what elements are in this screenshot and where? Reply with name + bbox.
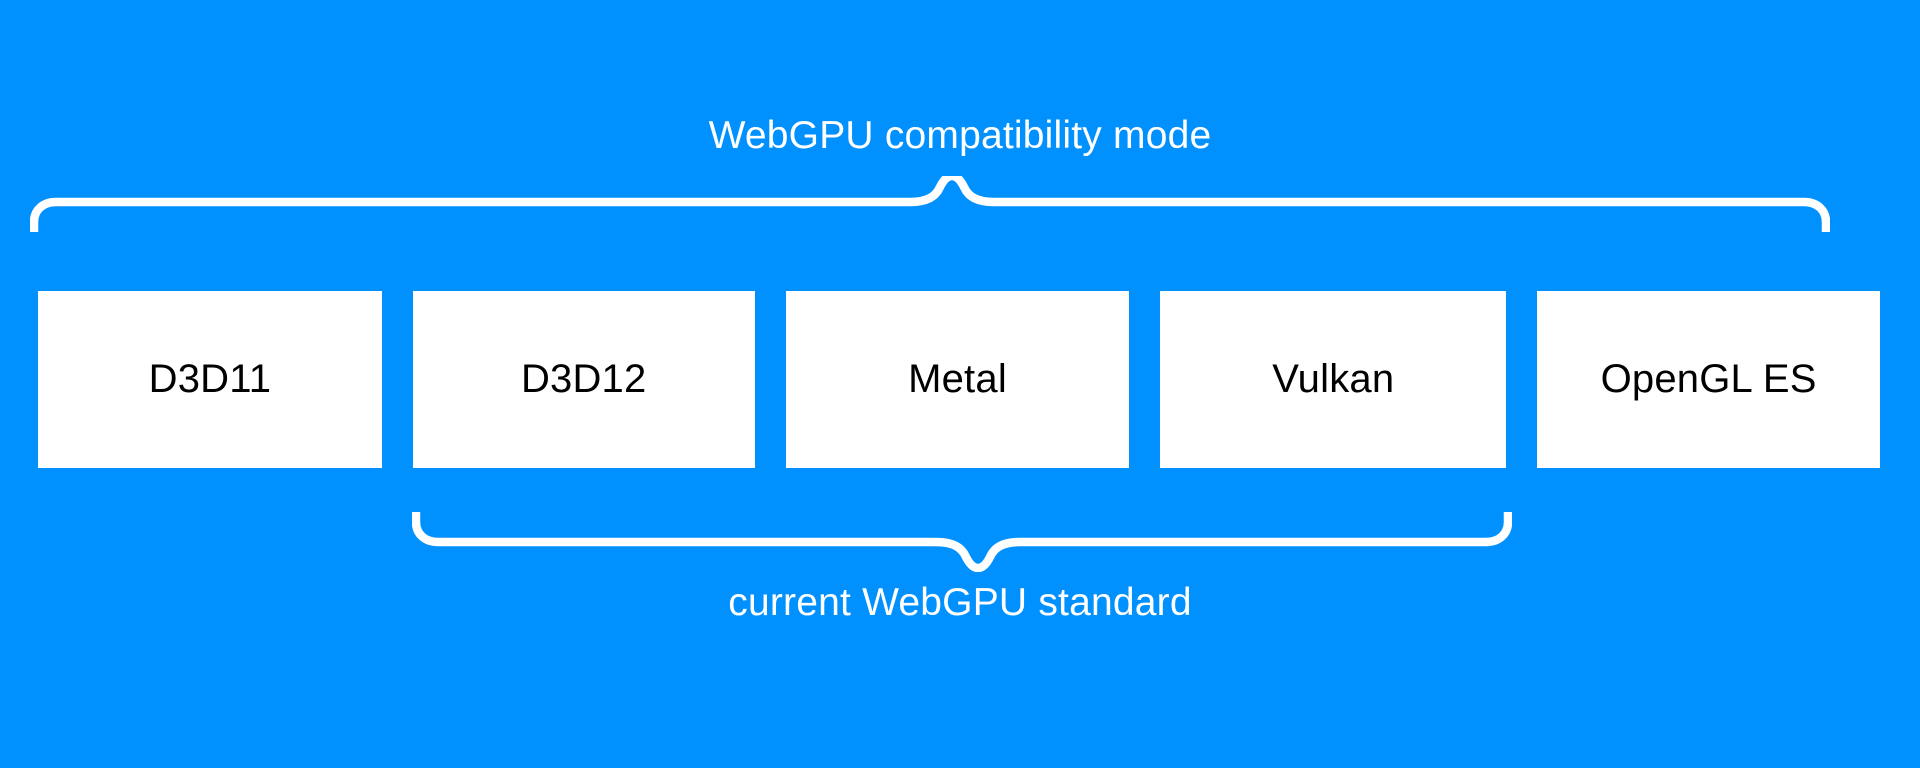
api-box-d3d11[interactable]: D3D11	[38, 291, 382, 468]
api-box-vulkan[interactable]: Vulkan	[1160, 291, 1507, 468]
api-box-label: D3D12	[520, 357, 647, 401]
top-bracket-label: WebGPU compatibility mode	[708, 114, 1212, 157]
api-box-metal[interactable]: Metal	[785, 291, 1130, 468]
api-box-label: Metal	[908, 357, 1007, 401]
api-box-label: D3D11	[148, 357, 272, 401]
api-box-row: D3D11 D3D12 Metal Vulkan OpenGL ES	[38, 291, 1880, 468]
api-box-label: Vulkan	[1272, 357, 1395, 401]
api-box-label: OpenGL ES	[1600, 357, 1817, 401]
top-curly-brace-icon	[30, 176, 1830, 232]
api-box-opengl-es[interactable]: OpenGL ES	[1537, 291, 1880, 468]
api-box-d3d12[interactable]: D3D12	[412, 291, 755, 468]
bottom-bracket-label: current WebGPU standard	[728, 581, 1192, 624]
bottom-curly-brace-icon	[412, 512, 1512, 572]
